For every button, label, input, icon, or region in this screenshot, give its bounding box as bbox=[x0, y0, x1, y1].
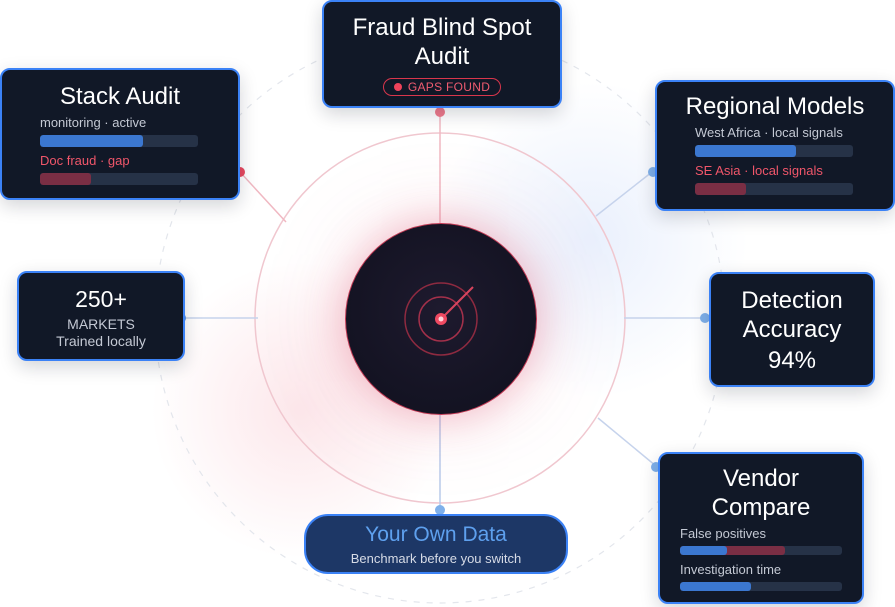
regional-models-row-label: SE Asia · local signals bbox=[695, 163, 823, 178]
your-own-data-card: Your Own Data Benchmark before you switc… bbox=[304, 514, 568, 574]
markets-card: 250+ MARKETS Trained locally bbox=[17, 271, 185, 361]
alert-dot-icon bbox=[393, 83, 402, 91]
detection-accuracy-value: 94% bbox=[767, 347, 817, 374]
regional-models-bar bbox=[695, 145, 853, 157]
vendor-compare-title-line2: Compare bbox=[711, 494, 811, 521]
fraud-blind-spot-card: Fraud Blind Spot Audit GAPS FOUND bbox=[322, 0, 562, 108]
stack-audit-bar bbox=[40, 173, 198, 185]
vendor-compare-title-line1: Vendor bbox=[722, 465, 800, 492]
investigation-time-label: Investigation time bbox=[680, 562, 782, 577]
gaps-found-badge: GAPS FOUND bbox=[382, 78, 502, 96]
stack-audit-card: Stack Audit monitoring · active Doc frau… bbox=[0, 68, 240, 200]
false-positives-label: False positives bbox=[680, 526, 766, 541]
regional-models-card: Regional Models West Africa · local sign… bbox=[655, 80, 895, 211]
your-own-data-title: Your Own Data bbox=[365, 523, 507, 546]
investigation-time-bar bbox=[680, 582, 842, 591]
node-dot-right bbox=[700, 313, 710, 323]
detection-title-line2: Accuracy bbox=[742, 316, 842, 343]
regional-models-bar bbox=[695, 183, 853, 195]
connector-top-left bbox=[239, 171, 287, 223]
bar-fill bbox=[695, 145, 797, 157]
fraud-blind-spot-title-line2: Audit bbox=[414, 43, 470, 70]
radar-core bbox=[345, 223, 537, 415]
vendor-compare-card: Vendor Compare False positives Investiga… bbox=[658, 452, 864, 604]
stack-audit-row-label: Doc fraud · gap bbox=[40, 153, 130, 168]
detection-title-line1: Detection bbox=[741, 287, 843, 314]
bar-fill bbox=[40, 135, 143, 147]
node-dot-bottom bbox=[435, 505, 445, 515]
false-positives-bar bbox=[680, 546, 842, 555]
gaps-found-label: GAPS FOUND bbox=[407, 80, 491, 94]
detection-accuracy-card: Detection Accuracy 94% bbox=[709, 272, 875, 387]
bar-fill bbox=[695, 183, 746, 195]
false-positives-theirs-fill bbox=[680, 546, 786, 555]
markets-subtitle: Trained locally bbox=[56, 333, 146, 349]
investigation-time-fill bbox=[680, 582, 752, 591]
stack-audit-row-label: monitoring · active bbox=[40, 115, 147, 130]
connector-bottom-right bbox=[597, 417, 657, 467]
radar-icon bbox=[404, 282, 478, 356]
regional-models-row-label: West Africa · local signals bbox=[695, 125, 843, 140]
stack-audit-title: Stack Audit bbox=[59, 83, 181, 110]
false-positives-ours-fill bbox=[680, 546, 727, 555]
your-own-data-subtitle: Benchmark before you switch bbox=[350, 551, 522, 566]
connector-top-right bbox=[595, 171, 653, 217]
markets-count: 250+ bbox=[75, 286, 127, 312]
stack-audit-bar bbox=[40, 135, 198, 147]
regional-models-title: Regional Models bbox=[685, 93, 865, 120]
fraud-blind-spot-title-line1: Fraud Blind Spot bbox=[352, 14, 532, 41]
markets-label: MARKETS bbox=[67, 316, 135, 332]
node-dot-top bbox=[435, 107, 445, 117]
bar-fill bbox=[40, 173, 91, 185]
